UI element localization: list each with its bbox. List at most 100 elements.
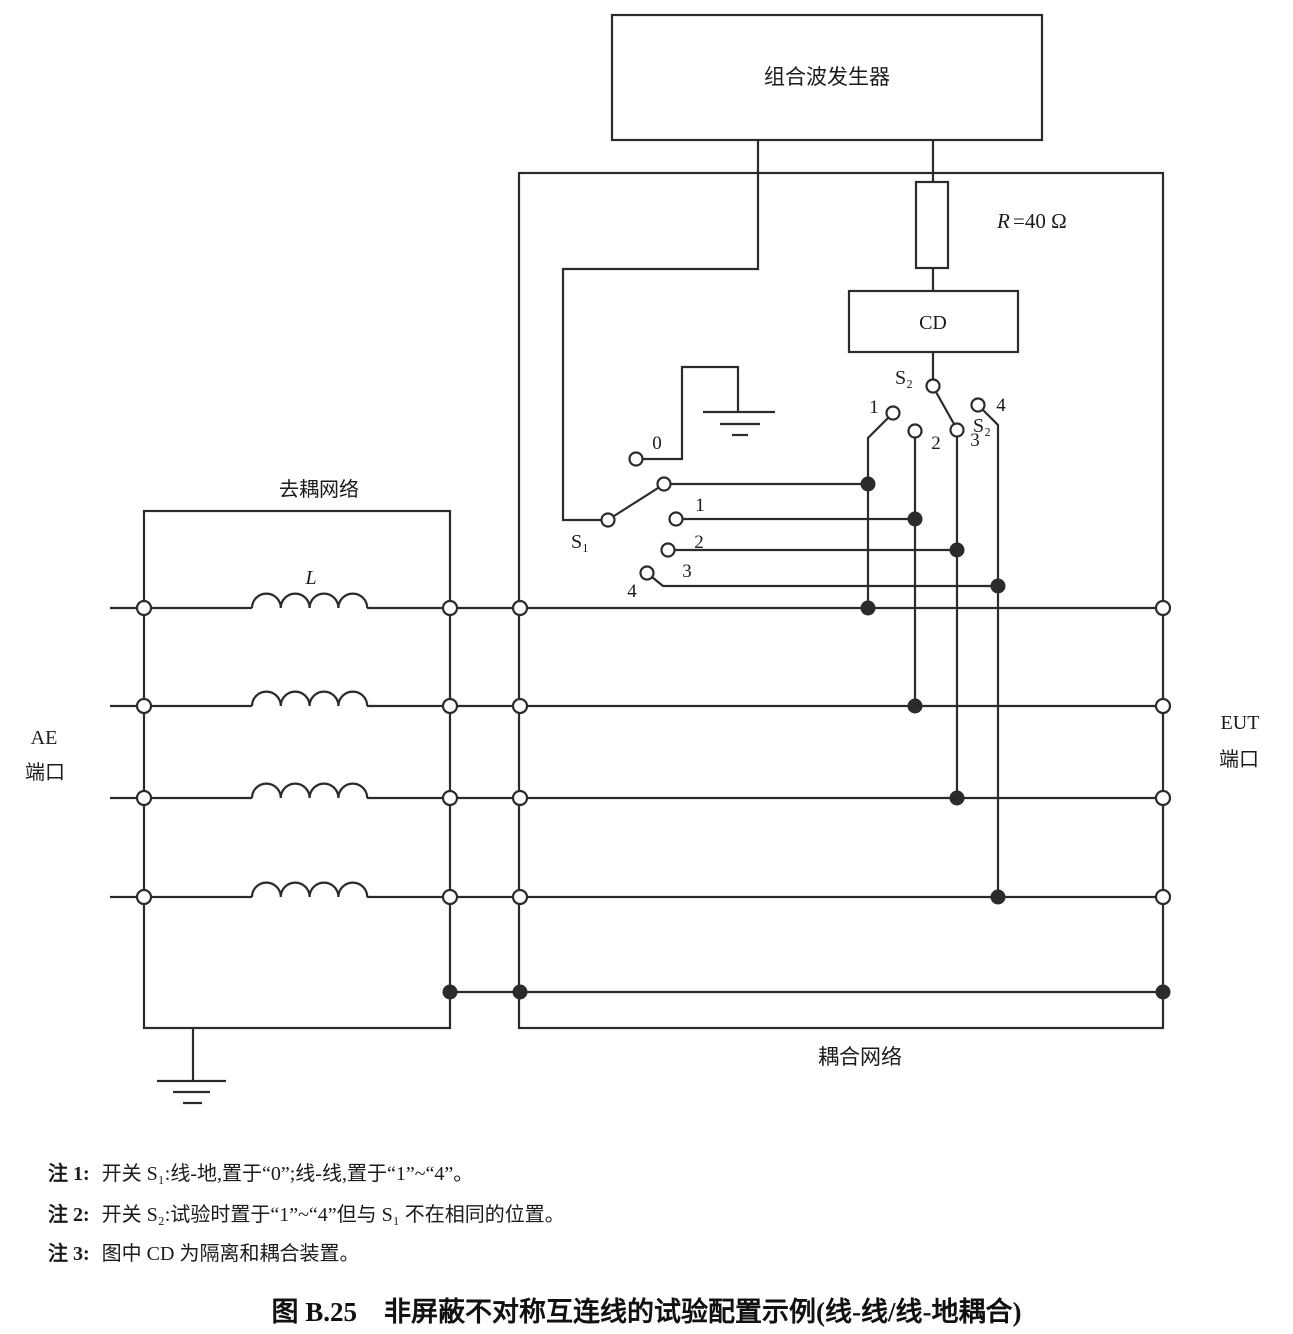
terminal-circle [1154, 599, 1172, 617]
signal-line-1 [110, 592, 1163, 610]
note-3-prefix: 注 3: [48, 1243, 90, 1265]
s2-pole-contact [925, 378, 941, 394]
s2-label-2: S₂ [973, 415, 991, 437]
s2-label: S₂ [895, 367, 913, 389]
resistor-value: =40 Ω [1013, 209, 1067, 233]
s1-contact4-wire [651, 576, 998, 588]
signal-line-3 [110, 782, 1163, 800]
inductor-3 [250, 782, 369, 799]
chassis-ground-symbol [157, 1028, 226, 1105]
junction-dot [1155, 984, 1171, 1000]
s1-pos-0-label: 0 [652, 433, 662, 454]
resistor-symbol: R [996, 209, 1010, 233]
note-1: 注 1: 开关 S₁:线-地,置于“0”;线-线,置于“1”~“4”。 [48, 1157, 473, 1186]
terminal-circle [441, 697, 459, 715]
terminal-circle [511, 789, 529, 807]
note-2-prefix: 注 2: [48, 1204, 90, 1226]
note-3: 注 3: 图中 CD 为隔离和耦合装置。 [48, 1237, 359, 1266]
signal-lines [110, 592, 1163, 994]
s2-contact-4 [970, 397, 986, 413]
generator-box [610, 13, 1044, 142]
junction-dots [442, 476, 1171, 1000]
s1-contact0-ground-wire [643, 365, 740, 461]
junction-dot [512, 984, 528, 1000]
cd-label: CD [919, 312, 947, 334]
terminal-circle [135, 697, 153, 715]
junction-dot [949, 542, 965, 558]
s1-pos-1-label: 1 [695, 495, 705, 516]
inductor-2 [250, 690, 369, 707]
generator-label: 组合波发生器 [764, 65, 890, 89]
decoupling-network-box [142, 509, 452, 1030]
ae-port-line2: 端口 [25, 761, 65, 784]
junction-dot [907, 698, 923, 714]
signal-line-2 [110, 690, 1163, 708]
coupling-network-label: 耦合网络 [818, 1045, 902, 1069]
note-2-text: 开关 S₂:试验时置于“1”~“4”但与 S₁ 不在相同的位置。 [101, 1204, 565, 1226]
junction-dot [907, 511, 923, 527]
ae-port-label: AE 端口 [25, 727, 65, 784]
s2-pos-1-label: 1 [869, 397, 879, 418]
s1-ground-symbol [703, 410, 775, 437]
terminal-circle [1154, 697, 1172, 715]
junction-dot [860, 600, 876, 616]
generator-leads [561, 140, 935, 522]
s1-label: S₁ [571, 531, 589, 553]
junction-dot [949, 790, 965, 806]
cd-box [847, 289, 1020, 354]
ae-port-line1: AE [31, 727, 58, 749]
eut-port-label: EUT 端口 [1219, 712, 1259, 771]
s1-pos-4-label: 4 [627, 581, 637, 602]
s2-contact-2 [907, 423, 923, 439]
decoupling-network-label: 去耦网络 [279, 478, 359, 501]
switch-s2: S₂ S₂ 1 2 3 4 [866, 367, 1006, 897]
terminal-circle [441, 789, 459, 807]
terminal-circle [511, 888, 529, 906]
s2-pos-3-label: 3 [970, 430, 980, 451]
s2-contact4-wire [982, 409, 1000, 897]
s1-contact-0 [628, 451, 644, 467]
note-1-prefix: 注 1: [48, 1163, 90, 1185]
s1-selector-arm [613, 487, 659, 517]
terminal-circle [511, 697, 529, 715]
terminal-circle [135, 599, 153, 617]
terminal-circles [135, 599, 1172, 906]
s1-contact-2 [668, 511, 684, 527]
terminal-circle [1154, 888, 1172, 906]
note-2: 注 2: 开关 S₂:试验时置于“1”~“4”但与 S₁ 不在相同的位置。 [48, 1198, 565, 1227]
s2-contact1-wire [866, 417, 889, 608]
junction-dot [442, 984, 458, 1000]
s2-contact-1 [885, 405, 901, 421]
s1-pos-3-label: 3 [682, 561, 692, 582]
terminal-circle [135, 888, 153, 906]
note-3-text: 图中 CD 为隔离和耦合装置。 [101, 1243, 360, 1265]
junction-dot [860, 476, 876, 492]
terminal-circle [441, 599, 459, 617]
generator-to-s1-lead [561, 140, 760, 522]
s2-contact-3 [949, 422, 965, 438]
s1-pos-2-label: 2 [694, 532, 704, 553]
s2-selector-arm [935, 391, 955, 425]
s1-contact-4 [639, 565, 655, 581]
eut-port-line2: 端口 [1219, 748, 1259, 771]
eut-port-line1: EUT [1221, 712, 1260, 734]
inductor-1 [250, 592, 369, 609]
s1-contact-1 [656, 476, 672, 492]
terminal-circle [135, 789, 153, 807]
s1-contact-3 [660, 542, 676, 558]
figure-caption: 图 B.25 非屏蔽不对称互连线的试验配置示例(线-线/线-地耦合) [271, 1297, 1022, 1327]
terminal-circle [441, 888, 459, 906]
s2-pos-2-label: 2 [931, 433, 941, 454]
note-1-text: 开关 S₁:线-地,置于“0”;线-线,置于“1”~“4”。 [101, 1163, 474, 1185]
s2-pos-4-label: 4 [996, 395, 1006, 416]
terminal-circle [511, 599, 529, 617]
inductor-label: L [304, 567, 316, 589]
signal-line-4 [110, 881, 1163, 899]
inductor-4 [250, 881, 369, 898]
s1-pole-contact [600, 512, 616, 528]
resistor-body [914, 180, 950, 270]
circuit-diagram: S₁ 0 1 2 3 4 S₂ S₂ 1 2 3 4 [25, 13, 1259, 1105]
terminal-circle [1154, 789, 1172, 807]
junction-dot [990, 889, 1006, 905]
